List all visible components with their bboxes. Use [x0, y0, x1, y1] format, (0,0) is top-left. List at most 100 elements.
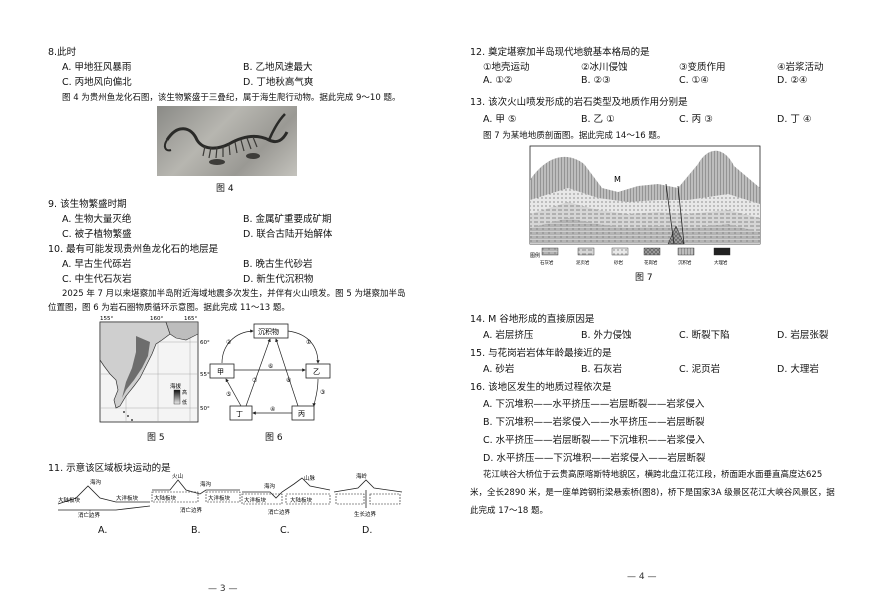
- legend-shale: 泥页岩: [576, 259, 590, 266]
- arrow-6: ⑥: [268, 363, 273, 370]
- d-label-ridge: 海岭: [356, 472, 368, 480]
- fossil-photo: [157, 106, 297, 176]
- b-label-volcano: 火山: [172, 472, 183, 480]
- kamchatka-map: 155° 160° 165° 60° 55° 50° 海拔 高 低: [99, 316, 210, 423]
- legend-marble: 大理岩: [714, 259, 728, 266]
- q15-option-b: B. 石灰岩: [581, 364, 623, 375]
- q12-item-3: ③变质作用: [679, 62, 726, 73]
- fig7-caption: 图 7: [635, 273, 653, 283]
- rock-bing: 丙: [298, 410, 305, 418]
- fig7-geologic-section: M 图例 石灰岩 泥页岩 砂岩 花岗岩 沉积岩 大理岩: [528, 144, 762, 270]
- q13-option-c: C. 丙 ③: [679, 114, 713, 125]
- q15-option-c: C. 泥页岩: [679, 364, 721, 375]
- q16-option-b: B. 下沉堆积——岩浆侵入——水平挤压——岩层断裂: [483, 417, 705, 428]
- fig6-rock-cycle: 沉积物 甲 乙 丁 丙 ① ② ③ ④ ⑤ ⑥ ⑦ ⑧: [206, 320, 336, 425]
- q9-option-c: C. 被子植物繁盛: [62, 229, 132, 240]
- q13-stem: 13. 该次火山喷发形成的岩石类型及地质作用分别是: [470, 97, 688, 108]
- q12-item-2: ②冰川侵蚀: [581, 62, 628, 73]
- q13-option-d: D. 丁 ④: [777, 114, 812, 125]
- rock-ding: 丁: [236, 410, 243, 418]
- legend-limestone: 石灰岩: [540, 259, 554, 266]
- c-label-boundary: 消亡边界: [268, 508, 291, 516]
- q10-option-b: B. 晚古生代砂岩: [243, 259, 313, 270]
- q8-option-d: D. 丁地秋高气爽: [243, 77, 314, 88]
- d-label-boundary: 生长边界: [354, 510, 377, 518]
- q11-diagram-b: 火山 海沟 大陆板块 大洋板块 消亡边界: [150, 468, 242, 520]
- q11-label-c: C.: [280, 525, 290, 536]
- legend-altitude: 海拔: [170, 382, 182, 390]
- plate-diagram-c: 海沟 山脉 大洋板块 大陆板块 消亡边界: [241, 474, 331, 516]
- q11-stem: 11. 示意该区域板块运动的是: [48, 463, 171, 474]
- lat-50: 50°: [200, 406, 210, 412]
- legend-sedimentary: 沉积岩: [678, 259, 692, 266]
- q16-option-c: C. 水平挤压——岩层断裂——下沉堆积——岩浆侵入: [483, 435, 705, 446]
- q12-stem: 12. 奠定堪察加半岛现代地貌基本格局的是: [470, 47, 650, 58]
- page-number-4: — 4 —: [627, 572, 657, 582]
- q10-option-c: C. 中生代石灰岩: [62, 274, 132, 285]
- fig6-caption: 图 6: [265, 433, 283, 443]
- q13-option-b: B. 乙 ①: [581, 114, 615, 125]
- q9-option-d: D. 联合古陆开始解体: [243, 229, 333, 240]
- c-label-oceanic: 大洋板块: [244, 496, 267, 504]
- q8-stem: 8.此时: [48, 47, 77, 58]
- fig4-caption: 图 4: [216, 184, 234, 194]
- arrow-1: ①: [306, 339, 311, 346]
- q16-option-a: A. 下沉堆积——水平挤压——岩层断裂——岩浆侵入: [483, 399, 705, 410]
- q8-option-a: A. 甲地狂风暴雨: [62, 62, 132, 73]
- a-label-boundary: 消亡边界: [78, 511, 101, 519]
- q15-option-a: A. 砂岩: [483, 364, 515, 375]
- q14-option-a: A. 岩层挤压: [483, 330, 534, 341]
- a-label-oceanic: 大洋板块: [116, 494, 139, 502]
- q10-stem: 10. 最有可能发现贵州鱼龙化石的地层是: [48, 244, 219, 255]
- fig5-caption: 图 5: [147, 433, 165, 443]
- arrow-7: ⑦: [252, 377, 258, 384]
- intro-11-13-line2: 位置图，图 6 为岩石圈物质循环示意图。据此完成 11～13 题。: [48, 303, 290, 313]
- intro-17-18-line3: 此完成 17～18 题。: [470, 506, 549, 516]
- q14-option-b: B. 外力侵蚀: [581, 330, 632, 341]
- rock-jia: 甲: [217, 368, 224, 376]
- lon-160: 160°: [150, 316, 163, 322]
- b-label-boundary: 消亡边界: [180, 506, 203, 514]
- page-number-3: — 3 —: [208, 584, 238, 594]
- valley-m-label: M: [614, 175, 621, 184]
- q16-option-d: D. 水平挤压——下沉堆积——岩浆侵入——岩层断裂: [483, 453, 706, 464]
- geologic-cross-section: M 图例 石灰岩 泥页岩 砂岩 花岗岩 沉积岩 大理岩: [529, 145, 761, 266]
- plate-diagram-b: 火山 海沟 大陆板块 大洋板块 消亡边界: [151, 472, 241, 514]
- intro-17-18-line2: 米，全长2890 米，是一座单跨钢桁梁悬索桥(图8)，桥下是国家3A 级景区花江…: [470, 488, 835, 498]
- q12-option-b: B. ②③: [581, 75, 611, 86]
- b-label-trench: 海沟: [200, 480, 212, 488]
- q11-diagram-d: 海岭 生长边界: [332, 468, 404, 520]
- q16-stem: 16. 该地区发生的地质过程依次是: [470, 382, 612, 393]
- arrow-8: ⑧: [286, 377, 291, 384]
- q15-option-d: D. 大理岩: [777, 364, 819, 375]
- c-label-continental: 大陆板块: [290, 496, 313, 504]
- q10-option-a: A. 早古生代砾岩: [62, 259, 132, 270]
- lon-165: 165°: [184, 316, 197, 322]
- legend-title: 图例: [530, 252, 540, 259]
- q12-option-d: D. ②④: [777, 75, 808, 86]
- intro-14-16: 图 7 为某地地质剖面图。据此完成 14～16 题。: [483, 131, 666, 141]
- q11-label-a: A.: [98, 525, 108, 536]
- a-label-trench: 海沟: [90, 478, 102, 486]
- fig5-map: 155° 160° 165° 60° 55° 50° 海拔 高 低: [96, 316, 212, 426]
- rock-cycle-diagram: 沉积物 甲 乙 丁 丙 ① ② ③ ④ ⑤ ⑥ ⑦ ⑧: [209, 323, 331, 421]
- q14-option-d: D. 岩层张裂: [777, 330, 829, 341]
- q11-diagram-c: 海沟 山脉 大洋板块 大陆板块 消亡边界: [240, 470, 332, 520]
- legend-low: 低: [182, 399, 187, 406]
- q12-option-c: C. ①④: [679, 75, 709, 86]
- plate-diagram-d: 海岭 生长边界: [333, 472, 403, 518]
- arrow-4: ④: [270, 406, 275, 413]
- q8-option-b: B. 乙地风速最大: [243, 62, 313, 73]
- lat-55: 55°: [200, 372, 210, 378]
- q14-option-c: C. 断裂下陷: [679, 330, 730, 341]
- q9-stem: 9. 该生物繁盛时期: [48, 199, 127, 210]
- arrow-2: ②: [226, 339, 232, 346]
- q9-option-b: B. 金属矿重要成矿期: [243, 214, 332, 225]
- legend-sandstone: 砂岩: [614, 259, 623, 266]
- plate-diagram-a: 大陆板块 大洋板块 消亡边界 海沟: [57, 478, 151, 519]
- q11-diagram-a: 大陆板块 大洋板块 消亡边界 海沟: [56, 472, 152, 520]
- rock-yi: 乙: [313, 368, 320, 376]
- c-label-mountain: 山脉: [304, 474, 316, 482]
- c-label-trench: 海沟: [264, 482, 276, 490]
- intro-9-10: 图 4 为贵州鱼龙化石图，该生物繁盛于三叠纪，属于海生爬行动物。据此完成 9～1…: [62, 93, 401, 103]
